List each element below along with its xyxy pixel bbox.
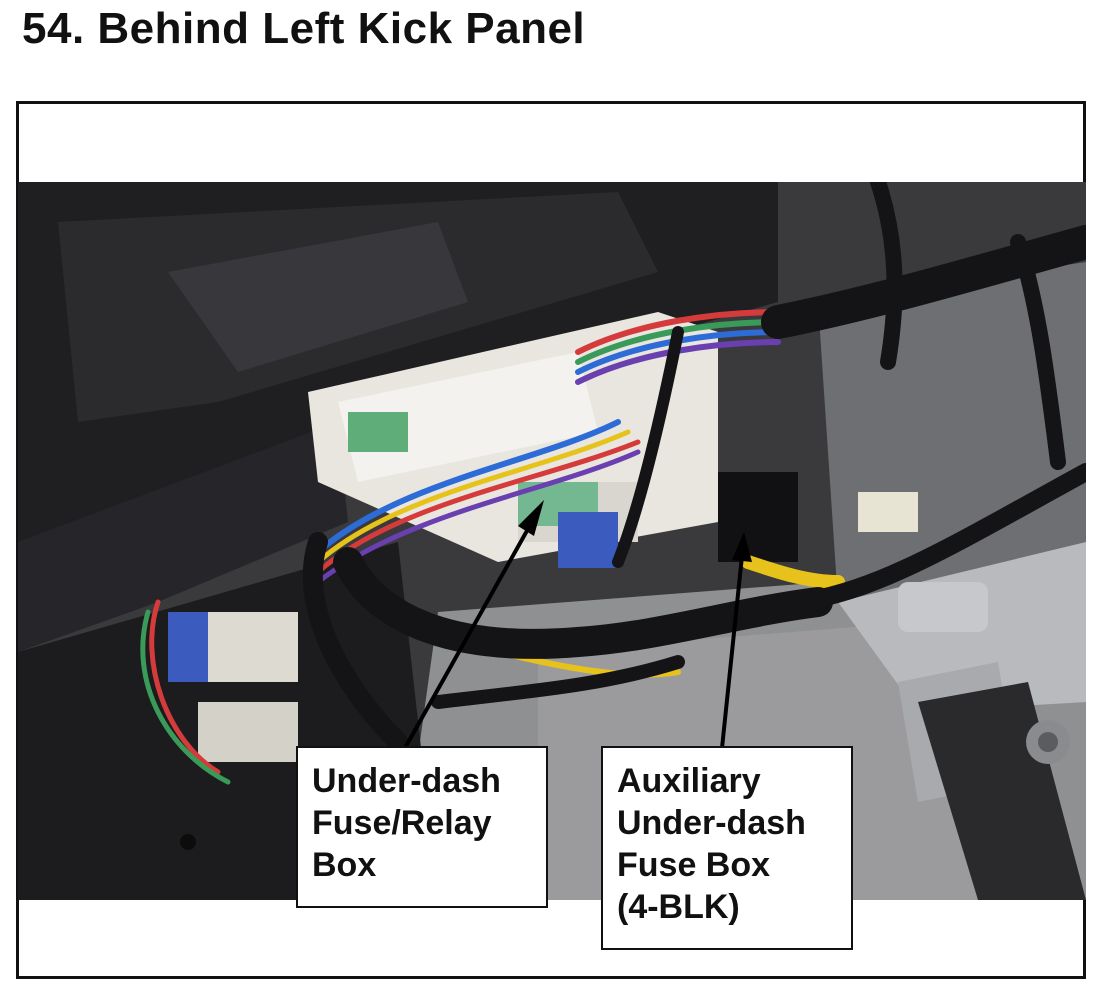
callout-line: Under-dash	[617, 804, 806, 842]
callout-line: Auxiliary	[617, 762, 761, 800]
callout-line: (4-BLK)	[617, 888, 740, 926]
callout-line: Under-dash	[312, 762, 501, 800]
callout-under-dash-fuse-relay-box: Under-dash Fuse/Relay Box	[296, 746, 548, 908]
engine-bay-photo	[18, 182, 1086, 900]
photo-illustration	[18, 182, 1086, 900]
callout-line: Fuse Box	[617, 846, 771, 884]
callout-auxiliary-under-dash-fuse-box: Auxiliary Under-dash Fuse Box (4-BLK)	[601, 746, 853, 950]
page-title: 54. Behind Left Kick Panel	[22, 4, 586, 53]
callout-line: Fuse/Relay	[312, 804, 492, 842]
callout-line: Box	[312, 846, 377, 884]
